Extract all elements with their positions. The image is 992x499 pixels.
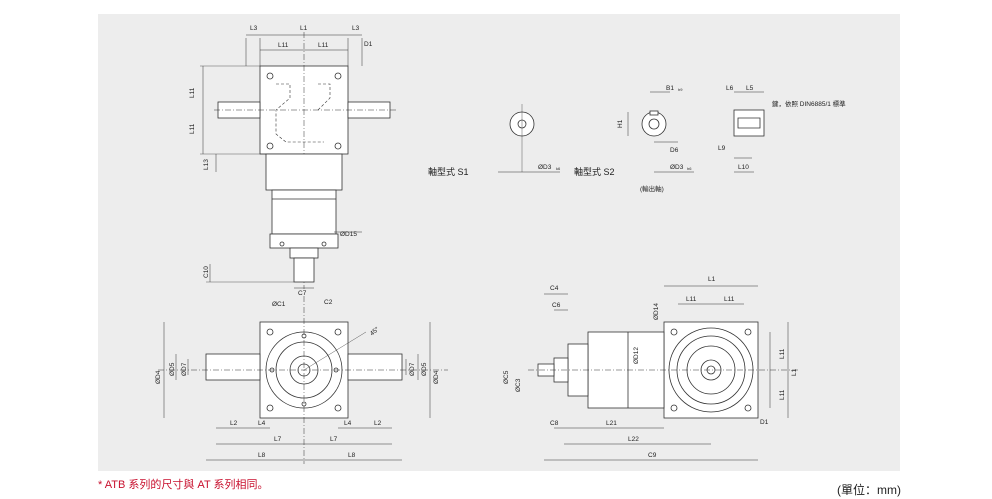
side-view [528,285,798,461]
dim-side-L11-v2: L11 [779,389,786,400]
shaft-type-s1 [498,104,560,173]
dim-D15: ØD15 [340,231,357,238]
dim-C3: ØC3 [515,378,522,392]
dim-D4-right: ØD4 [433,370,440,384]
dim-C9: C9 [648,452,657,459]
dim-D12: ØD12 [633,347,640,364]
footnote: * ATB 系列的尺寸與 AT 系列相同。 [98,479,269,491]
dim-L3-left: L3 [250,25,258,32]
s1-label: 軸型式 S1 [428,166,469,177]
key-L6: L6 [726,85,734,92]
dim-L8-left: L8 [258,452,266,459]
dim-L1: L1 [300,25,308,32]
dim-C5: ØC5 [503,370,510,384]
dim-D5-left: ØD5 [169,362,176,376]
dim-C2: C2 [324,299,333,306]
dim-side-D1: D1 [760,419,769,426]
dim-side-L1-v: L1 [791,368,798,376]
s2-d3-tol: h6 [687,166,692,171]
shaft-type-s2 [627,91,694,173]
dim-L4-left: L4 [258,420,266,427]
dim-C7: C7 [298,290,307,297]
dim-angle: 45° [368,325,381,338]
dim-L7-left: L7 [274,436,282,443]
dim-L22: L22 [628,436,639,443]
key-detail [733,91,765,173]
s2-d6: D6 [670,147,679,154]
front-shaft-right [347,353,403,381]
dim-D4-left: ØD4 [155,370,162,384]
key-note: 鍵，依照 DIN6885/1 標準 [772,99,846,108]
dim-L2-right: L2 [374,420,382,427]
dim-L11-v1: L11 [189,87,196,98]
side-view-labels: L1 L11 L11 C4 C6 ØD14 ØD12 ØC5 ØC3 L11 L… [503,276,798,459]
dim-L13: L13 [203,159,210,170]
top-flange [265,153,343,191]
s2-h1: H1 [617,119,624,128]
dim-D1: D1 [364,41,373,48]
s2-sub: (輸出軸) [640,184,664,193]
key-L5: L5 [746,85,754,92]
dim-D14: ØD14 [653,303,660,320]
dim-D5-right: ØD5 [421,362,428,376]
input-shaft [293,257,315,283]
dim-side-L11-b: L11 [724,296,735,303]
dim-L11-b: L11 [318,42,329,49]
dim-L4-right: L4 [344,420,352,427]
dim-C1: ØC1 [272,301,286,308]
dim-C6: C6 [552,302,561,309]
dim-D7-left: ØD7 [181,362,188,376]
technical-drawing: L3 L1 L3 L11 L11 D1 L11 L11 L13 ØD15 C10… [155,25,846,464]
units-label: (單位：mm) [837,483,901,497]
dim-side-L11-a: L11 [686,296,697,303]
s2-d3: ØD3 [670,164,684,171]
key-L9: L9 [718,145,726,152]
s1-d3-tol: k6 [556,166,561,171]
top-view-labels: L3 L1 L3 L11 L11 D1 L11 L11 L13 ØD15 C10… [189,25,373,297]
s2-label: 軸型式 S2 [574,166,615,177]
front-shaft-left [205,353,261,381]
dim-D7-right: ØD7 [409,362,416,376]
s2-b1-tol: h9 [678,87,683,92]
dim-L2-left: L2 [230,420,238,427]
dim-L11-a: L11 [278,42,289,49]
top-view [200,32,398,289]
front-view [158,296,448,464]
dim-L11-v2: L11 [189,123,196,134]
key-L10: L10 [738,164,749,171]
dim-C10: C10 [203,266,210,278]
top-adapter [271,189,337,235]
dim-L8-right: L8 [348,452,356,459]
drawing-panel: L3 L1 L3 L11 L11 D1 L11 L11 L13 ØD15 C10… [98,14,900,471]
s1-d3: ØD3 [538,164,552,171]
dim-C4: C4 [550,285,559,292]
dim-L21: L21 [606,420,617,427]
s2-b1: B1 [666,85,674,92]
dim-side-L1: L1 [708,276,716,283]
dim-L3-right: L3 [352,25,360,32]
dim-L7-right: L7 [330,436,338,443]
dim-side-L11-v1: L11 [779,348,786,359]
dim-C8: C8 [550,420,559,427]
